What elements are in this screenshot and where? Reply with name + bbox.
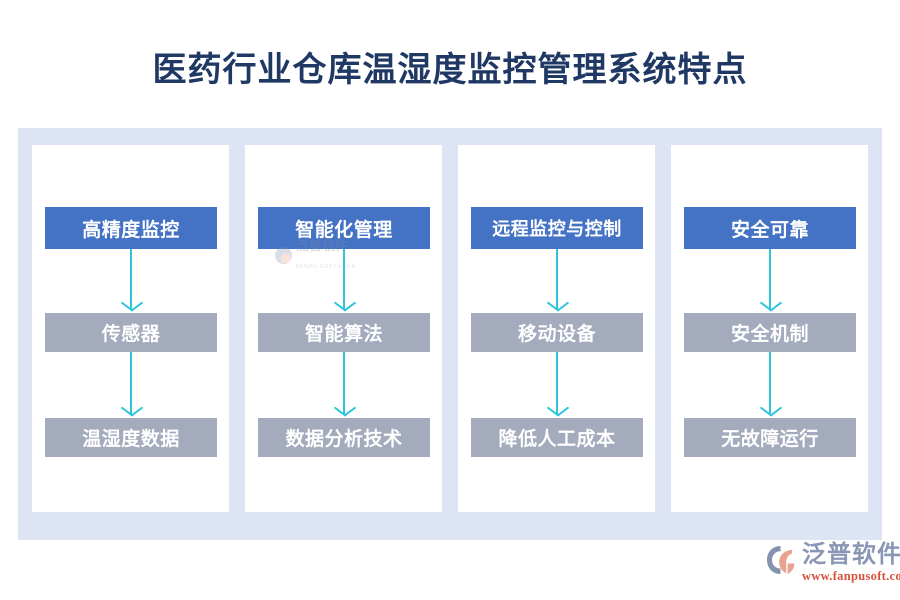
brand-logo[interactable]: 泛普软件 www.fanpusoft.com [766,542,900,584]
column-node-box-4-1[interactable]: 安全机制 [684,313,856,352]
column-node-box-1-1[interactable]: 传感器 [45,313,217,352]
column-card-1[interactable]: 高精度监控 传感器 温湿度数据 [32,145,229,512]
flow-arrow-1-2 [130,352,132,414]
brand-name: 泛普软件 [802,542,900,568]
column-node-box-4-2[interactable]: 无故障运行 [684,418,856,457]
column-node-box-3-1[interactable]: 移动设备 [471,313,643,352]
column-card-2[interactable]: 智能化管理 泛普软件 FANPU SOFTWARE 智能算法 数据分析技术 [245,145,442,512]
flow-arrow-2-1 [343,249,345,309]
column-card-3[interactable]: 远程监控与控制 移动设备 降低人工成本 [458,145,655,512]
flow-arrow-3-1 [556,249,558,309]
column-header-box-1[interactable]: 高精度监控 [45,207,217,249]
fanpu-swoosh-icon [766,545,796,575]
page-title: 医药行业仓库温湿度监控管理系统特点 [152,52,748,89]
column-node-box-2-1[interactable]: 智能算法 [258,313,430,352]
brand-url[interactable]: www.fanpusoft.com [802,569,900,584]
columns-container: 高精度监控 传感器 温湿度数据 智能化管理 泛普软件 FANPU SOFTWAR… [32,145,868,512]
column-node-box-1-2[interactable]: 温湿度数据 [45,418,217,457]
column-node-box-2-2[interactable]: 数据分析技术 [258,418,430,457]
flow-arrow-4-1 [769,249,771,309]
watermark-subtitle: FANPU SOFTWARE [296,264,357,270]
flow-arrow-1-1 [130,249,132,309]
column-header-box-3[interactable]: 远程监控与控制 [471,207,643,249]
brand-text-wrap: 泛普软件 www.fanpusoft.com [802,542,900,584]
column-header-box-4[interactable]: 安全可靠 [684,207,856,249]
flow-arrow-4-2 [769,352,771,414]
column-header-box-2[interactable]: 智能化管理 [258,207,430,249]
watermark-swoosh-icon [275,246,292,264]
flow-arrow-2-2 [343,352,345,414]
flow-arrow-3-2 [556,352,558,414]
column-node-box-3-2[interactable]: 降低人工成本 [471,418,643,457]
column-card-4[interactable]: 安全可靠 安全机制 无故障运行 [671,145,868,512]
